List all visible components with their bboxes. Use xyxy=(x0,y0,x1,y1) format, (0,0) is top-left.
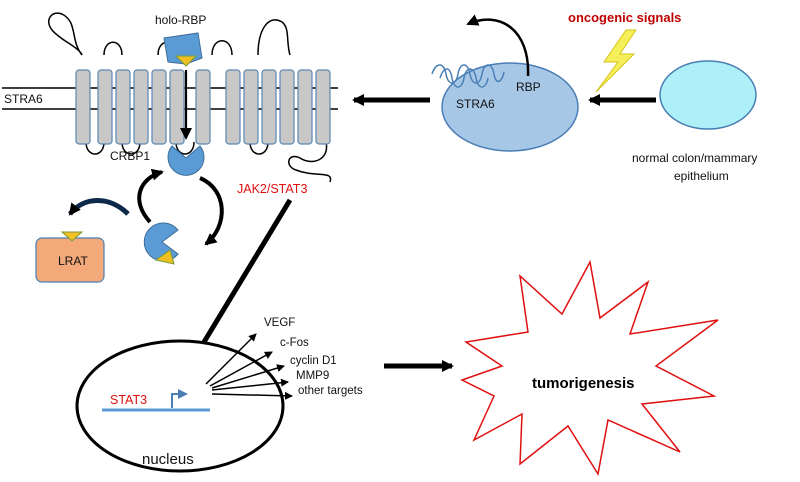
target-label: MMP9 xyxy=(296,370,329,382)
crbp1-label: CRBP1 xyxy=(110,149,150,163)
cancer-cell xyxy=(441,62,579,152)
rbp-binding-arrow xyxy=(466,14,530,77)
normal-cell-label-line1: normal colon/mammary xyxy=(632,151,757,165)
target-label: c-Fos xyxy=(280,337,309,349)
stra6-cell-label: STRA6 xyxy=(456,97,495,111)
stra6-membrane-label: STRA6 xyxy=(4,92,43,106)
target-label: cyclin D1 xyxy=(290,355,337,367)
crbp1-protein xyxy=(167,145,205,176)
transcription-start-arrow xyxy=(171,389,188,408)
jak2-stat3-label: JAK2/STAT3 xyxy=(237,182,307,196)
lrat-label: LRAT xyxy=(58,254,88,268)
target-label: other targets xyxy=(298,385,363,397)
holo-rbp-label: holo-RBP xyxy=(155,13,206,27)
normal-cell-label-line2: epithelium xyxy=(674,169,729,183)
target-gene-labels: VEGF c-Fos cyclin D1 MMP9 other targets xyxy=(264,317,363,397)
tumorigenesis-label: tumorigenesis xyxy=(532,375,635,392)
stra6-coil-icon xyxy=(431,64,505,88)
stat3-to-nucleus-arrow xyxy=(195,198,293,354)
rbp-cell-label: RBP xyxy=(516,80,541,94)
oncogenic-signals-label: oncogenic signals xyxy=(568,10,681,25)
transmembrane-helices xyxy=(75,69,331,145)
lrat-enzyme xyxy=(35,231,105,283)
holo-rbp-protein xyxy=(163,32,203,67)
lightning-bolt-icon xyxy=(595,29,637,93)
tumorigenesis-burst xyxy=(460,259,719,477)
retinol-cycle-arrows xyxy=(137,168,224,246)
stat3-gene-label: STAT3 xyxy=(110,393,147,407)
normal-epithelial-cell xyxy=(659,60,757,130)
crbp1-retinol-complex xyxy=(143,222,179,265)
target-label: VEGF xyxy=(264,317,295,329)
lrat-transfer-arrow xyxy=(68,198,130,216)
nucleus-label: nucleus xyxy=(142,451,194,468)
target-gene-arrows xyxy=(205,333,293,400)
